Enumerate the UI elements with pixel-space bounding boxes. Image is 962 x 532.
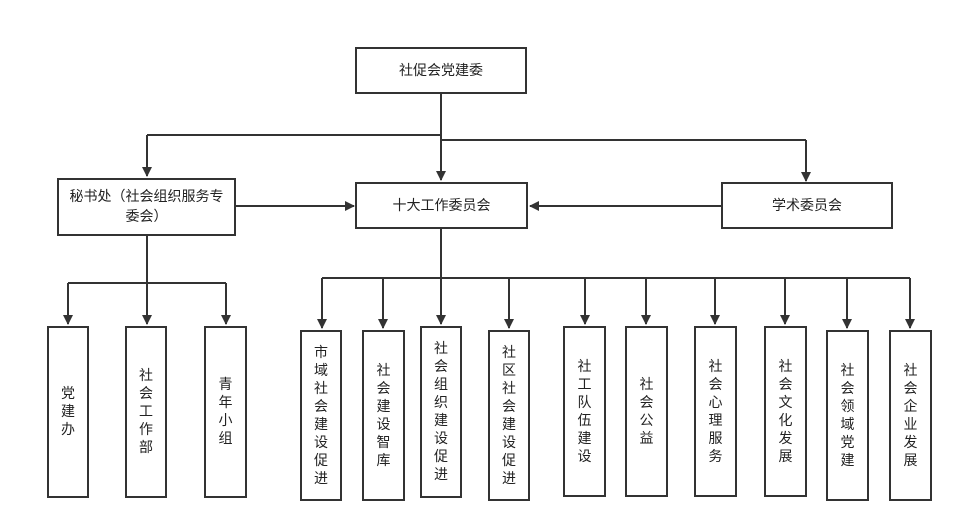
committee-unit-label: 社会心理服务: [708, 358, 723, 465]
committee-unit-node: 社会领域党建: [826, 330, 869, 501]
secretariat-node: 秘书处（社会组织服务专委会）: [57, 178, 236, 236]
committee-unit-label: 社会企业发展: [903, 362, 918, 469]
secretariat-unit-label: 社会工作部: [139, 368, 153, 456]
secretariat-unit-node: 青年小组: [204, 326, 247, 498]
committee-unit-node: 社会心理服务: [694, 326, 737, 497]
committee-unit-node: 市域社会建设促进: [300, 330, 342, 501]
secretariat-label: 秘书处（社会组织服务专委会）: [69, 189, 224, 225]
committee-unit-node: 社会企业发展: [889, 330, 932, 501]
secretariat-unit-label: 党建办: [61, 386, 75, 438]
committee-unit-label: 社会公益: [639, 376, 654, 447]
committees-label: 十大工作委员会: [392, 197, 491, 214]
committee-unit-label: 社会文化发展: [778, 358, 793, 465]
committee-unit-node: 社会组织建设促进: [420, 326, 462, 498]
committee-unit-label: 市域社会建设促进: [314, 344, 328, 487]
secretariat-unit-label: 青年小组: [218, 377, 233, 447]
secretariat-unit-node: 党建办: [47, 326, 89, 498]
committee-unit-label: 社区社会建设促进: [502, 344, 516, 487]
academic-committee-label: 学术委员会: [772, 197, 842, 214]
committee-unit-label: 社会领域党建: [840, 362, 855, 469]
committee-unit-node: 社会公益: [625, 326, 668, 497]
party-committee-node: 社促会党建委: [355, 47, 527, 94]
party-committee-label: 社促会党建委: [399, 62, 483, 79]
committee-unit-label: 社会组织建设促进: [434, 341, 448, 483]
committee-unit-node: 社区社会建设促进: [488, 330, 530, 501]
academic-committee-node: 学术委员会: [721, 182, 893, 229]
secretariat-unit-node: 社会工作部: [125, 326, 167, 498]
committee-unit-node: 社工队伍建设: [563, 326, 606, 497]
committee-unit-node: 社会建设智库: [362, 330, 405, 501]
committee-unit-node: 社会文化发展: [764, 326, 807, 497]
committees-node: 十大工作委员会: [355, 182, 528, 229]
committee-unit-label: 社会建设智库: [376, 362, 391, 469]
committee-unit-label: 社工队伍建设: [577, 358, 592, 465]
